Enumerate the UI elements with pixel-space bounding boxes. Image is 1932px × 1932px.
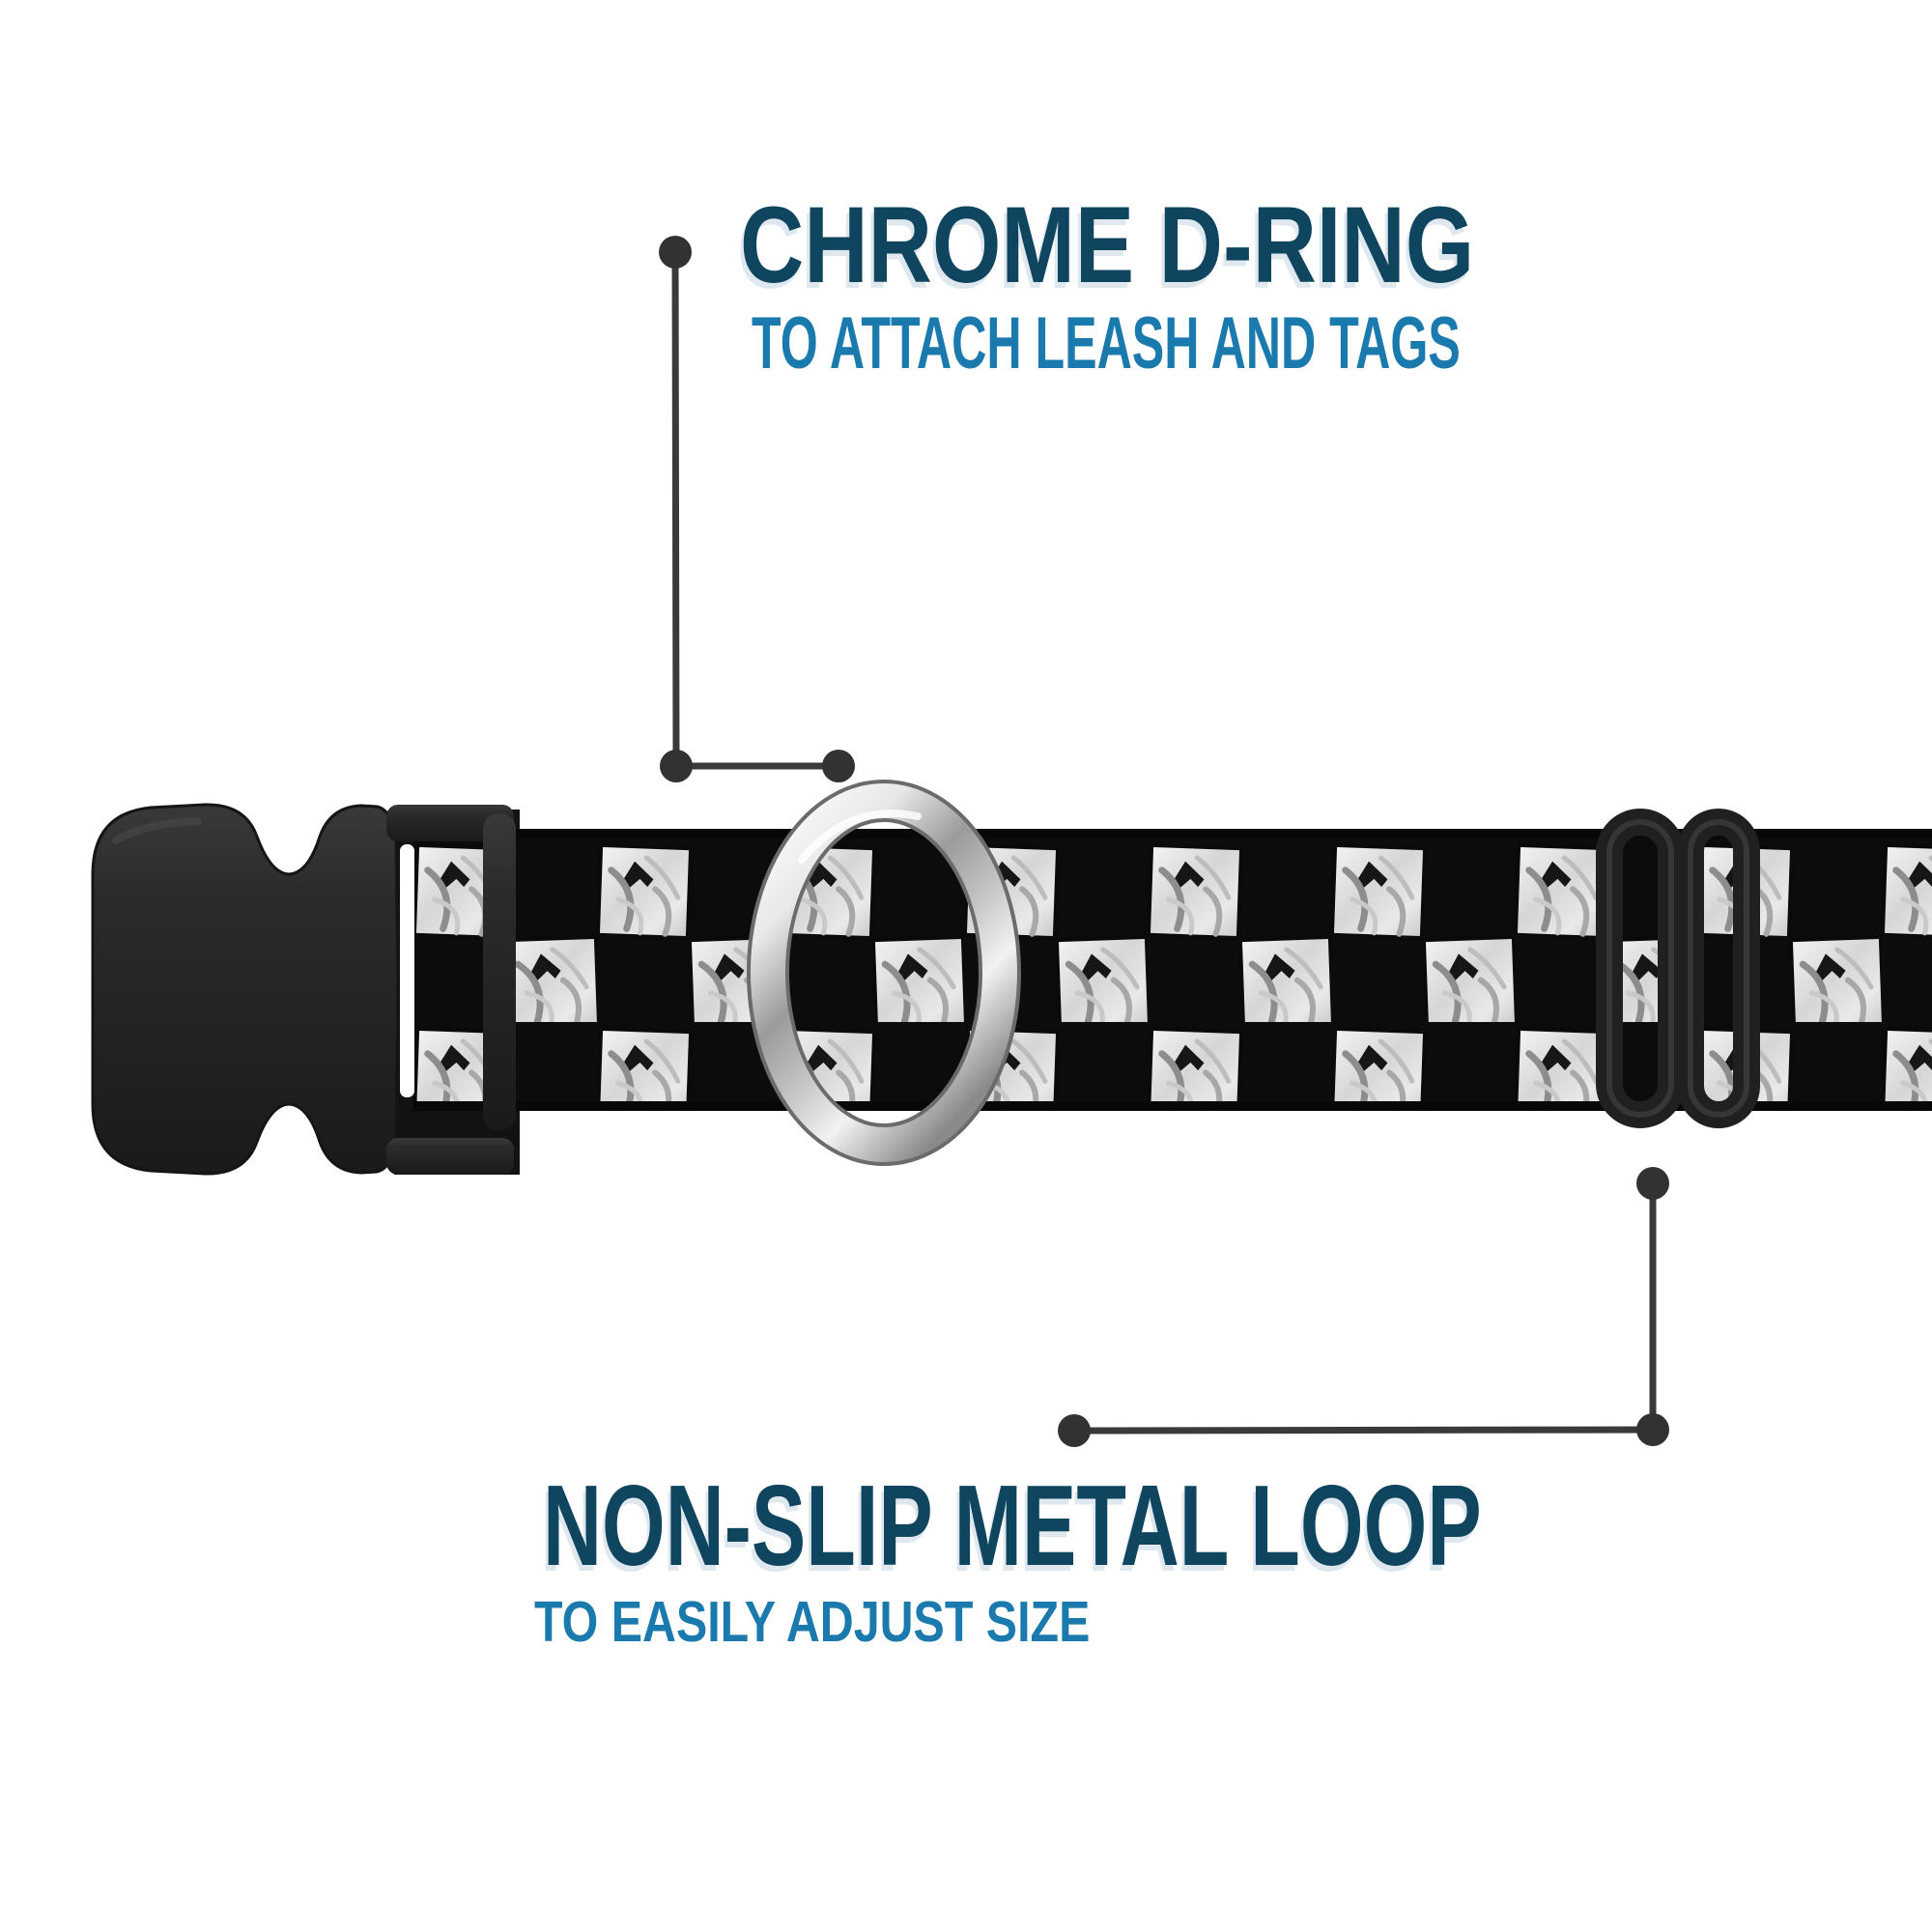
buckle-body	[91, 803, 400, 1176]
top-callout-elbow-dot	[660, 750, 693, 782]
top-callout-start-dot	[659, 236, 692, 269]
bottom-annotation-subtitle: TO EASILY ADJUST SIZE	[534, 1590, 1091, 1654]
top-annotation-title: CHROME D-RING	[740, 185, 1475, 305]
webbing-bottom-edge	[413, 1101, 1932, 1111]
top-callout-vertical-line	[671, 251, 680, 767]
buckle-side-bar	[483, 813, 516, 1130]
callout-lines	[671, 251, 1657, 1435]
bottom-annotation-title: NON-SLIP METAL LOOP	[543, 1462, 1482, 1590]
buckle-highlight	[112, 817, 202, 844]
collar-webbing	[413, 829, 1932, 1111]
slider-left-highlight	[1606, 819, 1674, 1118]
d-ring	[747, 780, 1021, 1166]
bottom-callout-horizontal-line	[1073, 1426, 1654, 1435]
buckle-slot-gap	[400, 844, 414, 1097]
slider	[1596, 809, 1760, 1128]
buckle	[91, 803, 516, 1176]
buckle-bottom-bar	[386, 1138, 514, 1175]
bottom-callout-start-dot	[1636, 1167, 1669, 1200]
bottom-callout-end-dot	[1058, 1414, 1091, 1447]
buckle-top-bar	[386, 805, 514, 841]
d-ring-chrome	[751, 783, 1017, 1162]
webbing-top-edge	[413, 829, 1932, 838]
d-ring-specular	[798, 810, 922, 864]
callout-dots	[659, 236, 1669, 1447]
bottom-callout-elbow-dot	[1636, 1413, 1669, 1446]
top-callout-end-dot	[822, 750, 855, 782]
slider-right-highlight	[1688, 819, 1749, 1118]
top-annotation-subtitle: TO ATTACH LEASH AND TAGS	[752, 302, 1461, 384]
